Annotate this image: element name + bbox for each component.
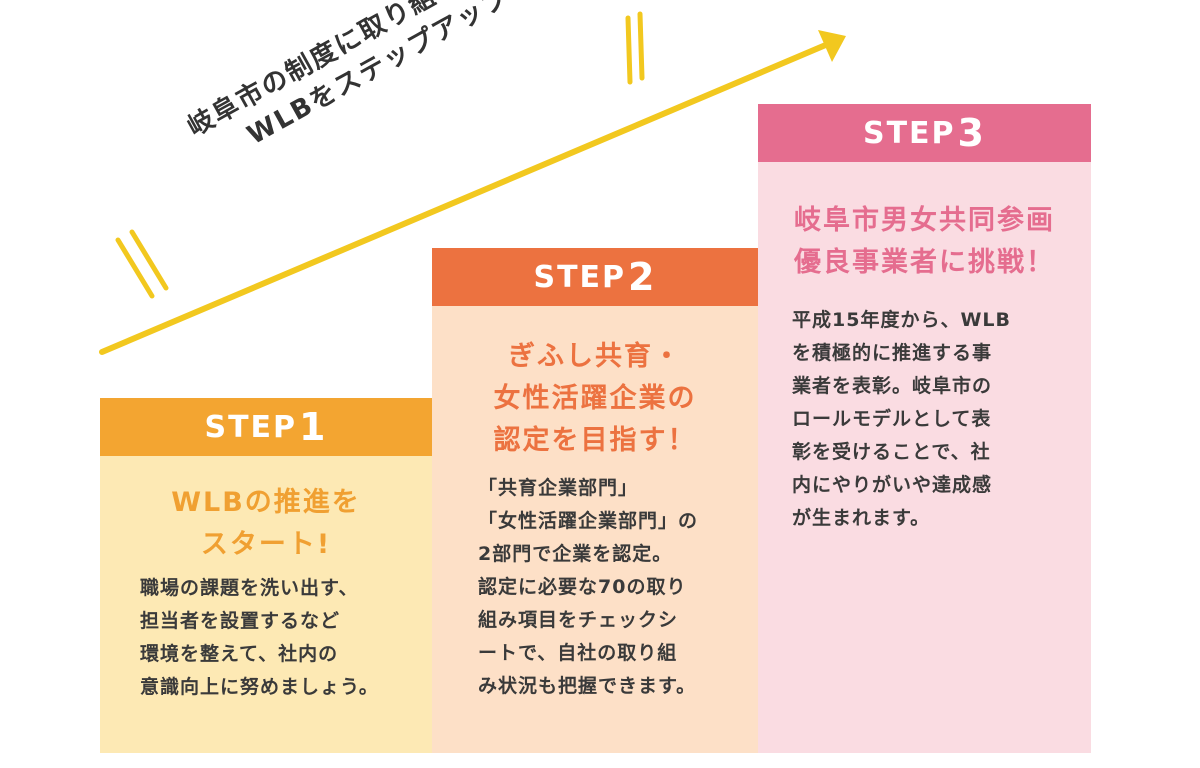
step-1-description: 職場の課題を洗い出す、 担当者を設置するなど 環境を整えて、社内の 意識向上に努… (140, 577, 379, 698)
step-2-word: STEP (533, 259, 627, 295)
step-1-title: WLBの推進を スタート! (100, 482, 432, 566)
arrow-line (99, 41, 831, 355)
step-3-title: 岐阜市男女共同参画 優良事業者に挑戦！ (758, 200, 1091, 284)
step-3-body: 岐阜市男女共同参画 優良事業者に挑戦！ 平成15年度から、WLB を積極的に推進… (758, 162, 1091, 753)
step-3-title-line-2: 優良事業者に挑戦！ (794, 247, 1055, 278)
step-2-title-line-2: 女性活躍企業の (493, 383, 697, 414)
step-3-word: STEP (862, 115, 956, 151)
step-1-title-line-2: スタート! (200, 529, 332, 560)
step-2-description: 「共育企業部門」 「女性活躍企業部門」の 2部門で企業を認定。 認定に必要な70… (478, 477, 699, 697)
step-1-word: STEP (204, 409, 298, 445)
right-accent-marks (625, 11, 645, 85)
step-1-title-line-1: WLBの推進を (171, 487, 361, 518)
step-3-description: 平成15年度から、WLB を積極的に推進する事 業者を表彰。岐阜市の ロールモデ… (792, 309, 1011, 529)
step-2-title-line-1: ぎふし共育・ (508, 341, 682, 372)
step-2-title: ぎふし共育・ 女性活躍企業の 認定を目指す！ (432, 336, 758, 462)
step-2-title-line-3: 認定を目指す！ (493, 425, 697, 456)
step-3-number: 3 (957, 111, 986, 155)
arrow-head (818, 30, 846, 62)
step-1-body: WLBの推進を スタート! 職場の課題を洗い出す、 担当者を設置するなど 環境を… (100, 456, 432, 753)
left-accent-marks (115, 229, 169, 299)
step-2-number: 2 (628, 255, 657, 299)
step-2-body: ぎふし共育・ 女性活躍企業の 認定を目指す！ 「共育企業部門」 「女性活躍企業部… (432, 306, 758, 753)
step-3-title-line-1: 岐阜市男女共同参画 (794, 205, 1055, 236)
step-1-number: 1 (299, 405, 328, 449)
